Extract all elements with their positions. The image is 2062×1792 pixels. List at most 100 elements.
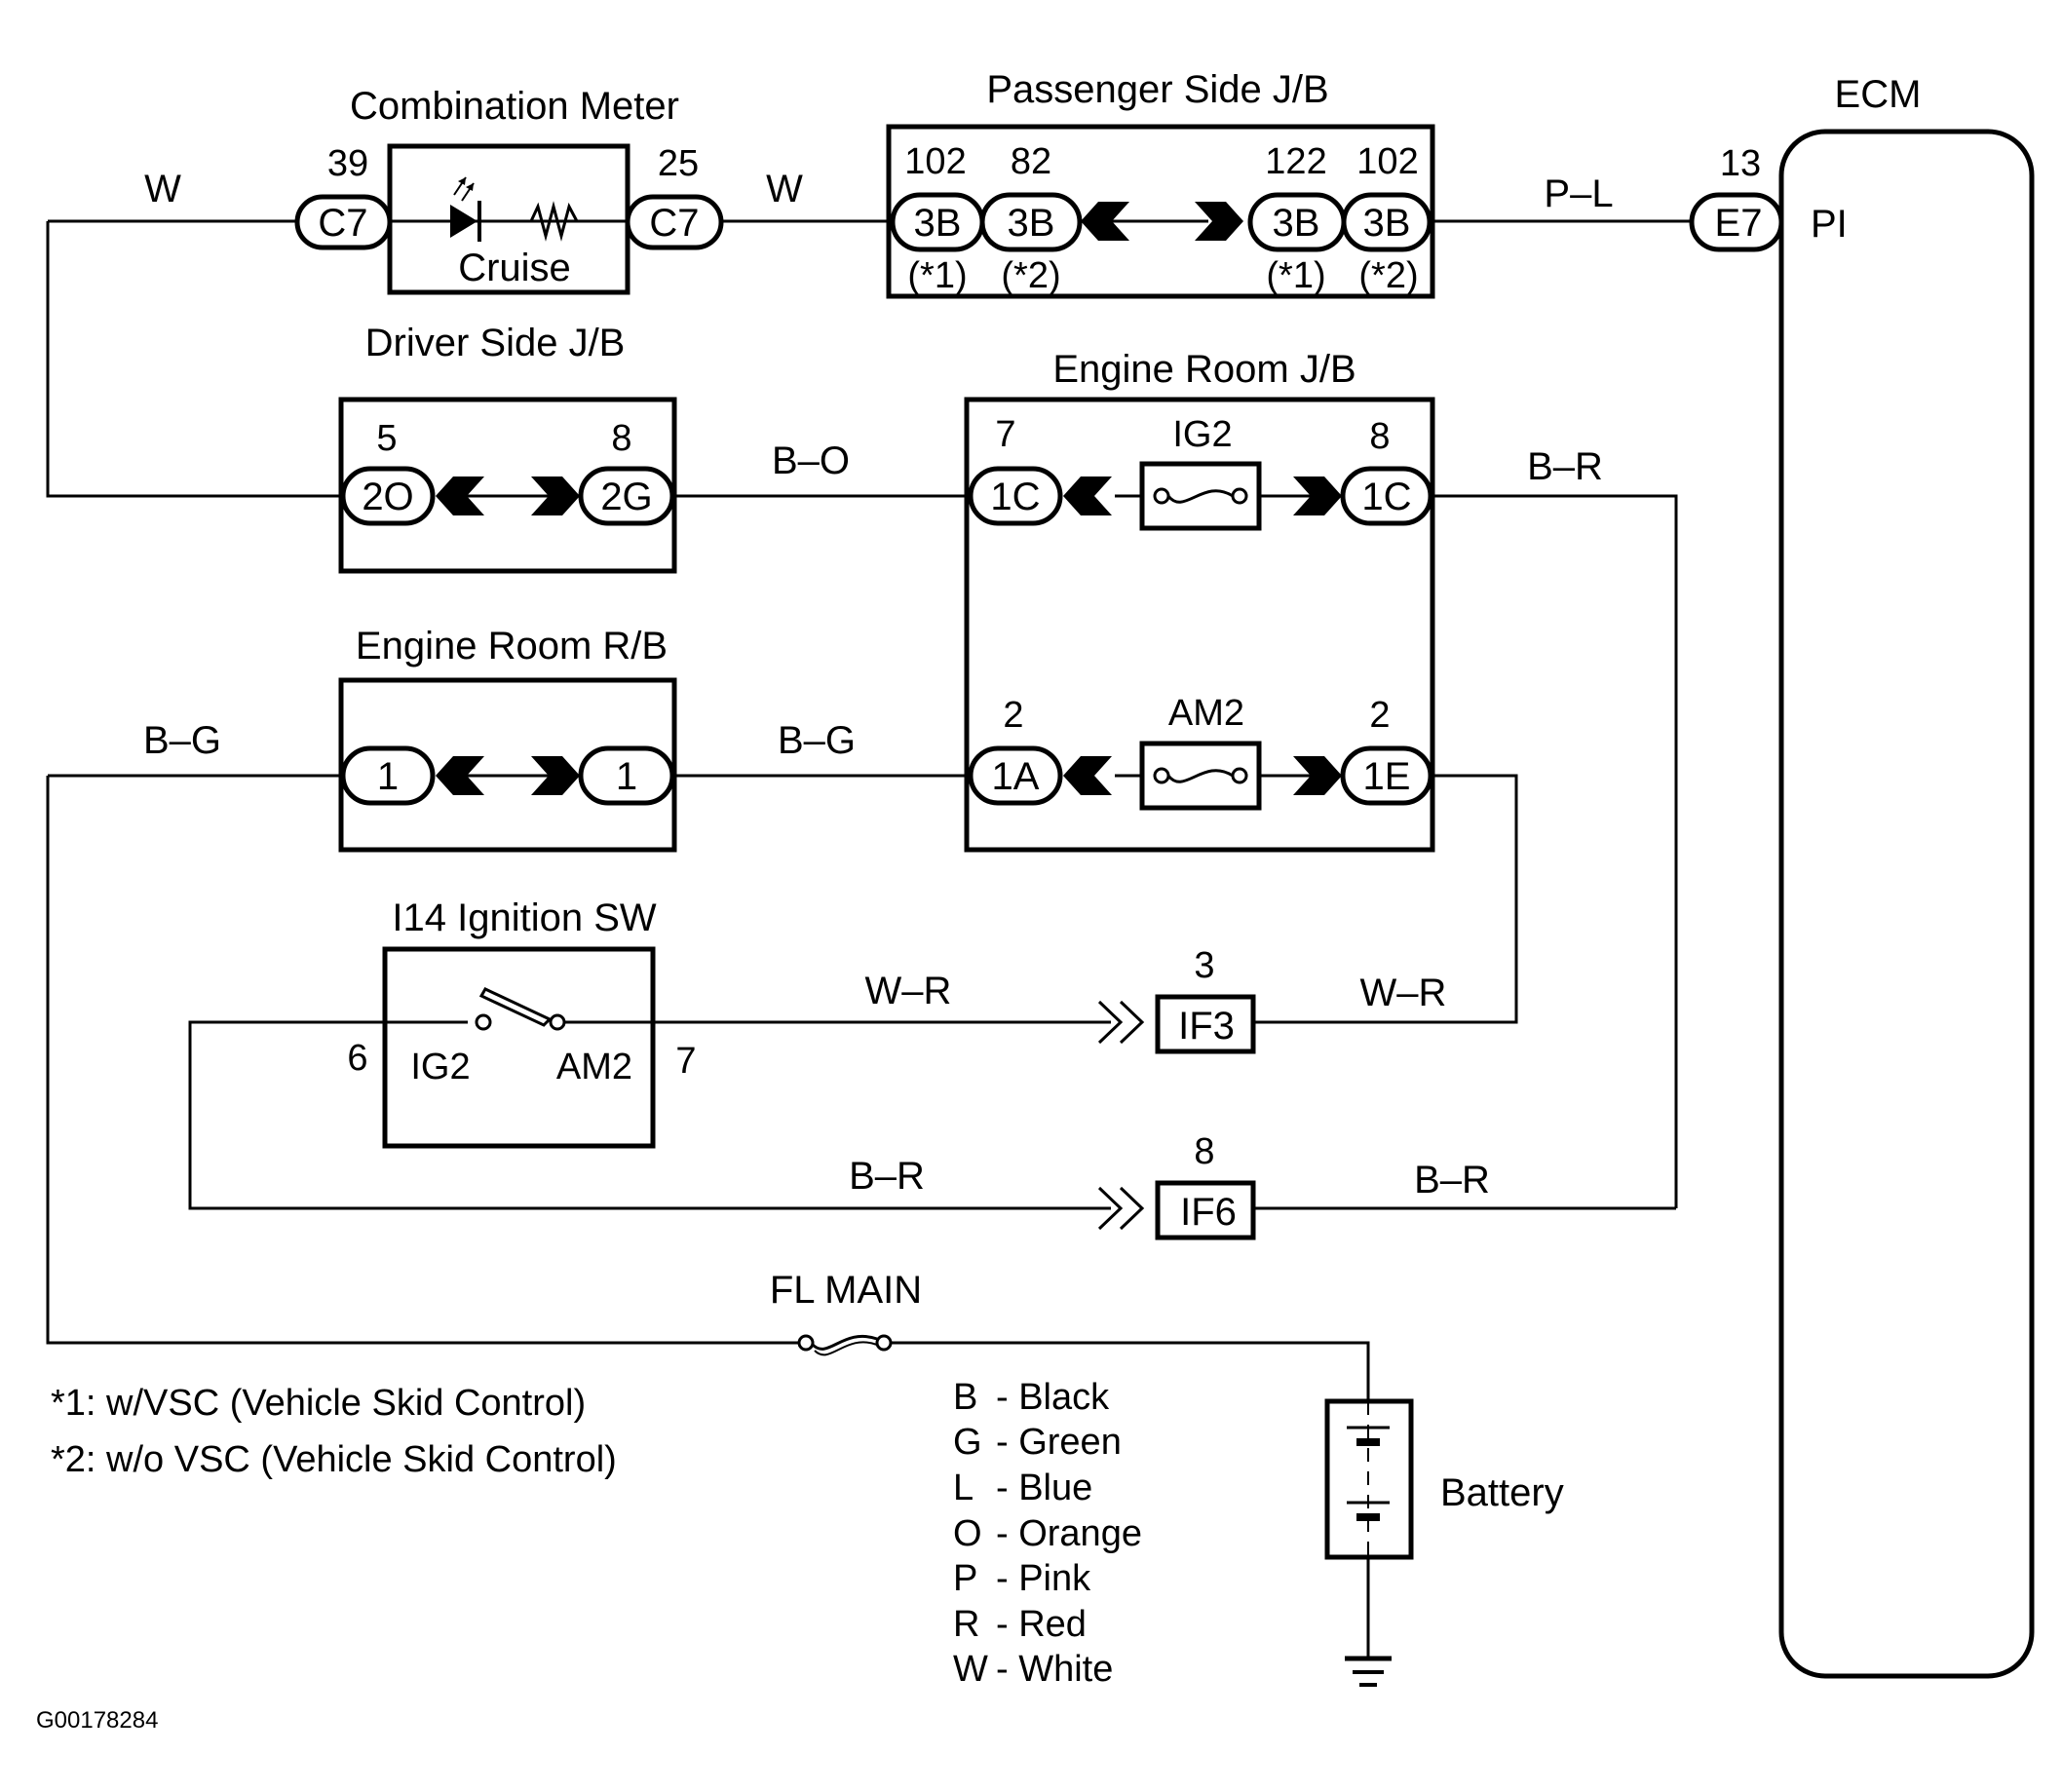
footnotes: *1: w/VSC (Vehicle Skid Control) *2: w/o… — [51, 1383, 617, 1480]
ignition-switch: I14 Ignition SW 6 7 IG2 AM2 W–R B–R — [347, 896, 951, 1198]
fuse-label-ig2: IG2 — [1172, 414, 1232, 455]
legend-code: W — [953, 1649, 988, 1690]
connector-3b[interactable] — [979, 192, 1083, 252]
pin-number: 2 — [1369, 695, 1390, 736]
wire-w-to-driver-jb — [46, 221, 343, 498]
connector-if6-group: 8 IF6 B–R — [1097, 1131, 1490, 1240]
wire-label: W — [766, 168, 803, 210]
connector-code: 1E — [1363, 755, 1411, 798]
battery: Battery — [1324, 1398, 1564, 1687]
ecm: ECM 13 E7 PI — [1689, 73, 2035, 1679]
ignition-sw-title: I14 Ignition SW — [392, 896, 656, 939]
connector-e7[interactable] — [1689, 192, 1784, 252]
pin-number: 8 — [1369, 416, 1390, 457]
pin-number: 8 — [611, 418, 631, 459]
wire-label: B–R — [1414, 1159, 1490, 1201]
wire-b-r-right-vertical — [1431, 494, 1678, 1208]
pin-number: 102 — [904, 141, 966, 182]
wire-label: W — [144, 168, 181, 210]
engine-jb-title: Engine Room J/B — [1052, 348, 1356, 391]
passenger-jb-title: Passenger Side J/B — [986, 68, 1328, 111]
ecm-title: ECM — [1835, 73, 1922, 116]
wire-b-g-to-fl-main — [46, 776, 801, 1345]
connector-arrow-icon — [1097, 1186, 1124, 1231]
wire-label: B–G — [143, 719, 221, 762]
connector-code: 3B — [1008, 202, 1055, 245]
wire-label: B–G — [778, 719, 856, 762]
fl-main-fuse[interactable]: FL MAIN — [770, 1269, 922, 1356]
switch-icon[interactable] — [475, 987, 566, 1031]
ground-icon — [1345, 1656, 1392, 1687]
connector-code: 2O — [362, 476, 413, 518]
connector-c7-left[interactable] — [294, 194, 393, 250]
female-terminal-icon — [1063, 477, 1112, 515]
connector-if3[interactable] — [1155, 994, 1256, 1054]
pin-number: 102 — [1356, 141, 1418, 182]
ignition-sw-box — [382, 946, 656, 1149]
connector-code: 1 — [377, 755, 399, 798]
pin-number: 7 — [675, 1041, 696, 1082]
wire-label: B–R — [849, 1155, 925, 1198]
legend-code: P — [953, 1558, 977, 1599]
wire-label: B–R — [1527, 445, 1603, 488]
connector-2o[interactable] — [340, 466, 436, 526]
driver-jb-box — [338, 397, 677, 574]
footnote: *1: w/VSC (Vehicle Skid Control) — [51, 1383, 586, 1424]
connector-1c[interactable] — [1340, 466, 1433, 526]
connector-c7-right[interactable] — [625, 194, 724, 250]
wire-color-legend: B - Black G - Green L - Blue O - Orange … — [953, 1377, 1142, 1690]
fuse-icon — [1153, 767, 1248, 784]
legend-code: L — [953, 1468, 974, 1508]
variant-note: (*1) — [907, 255, 967, 296]
pin-number: 39 — [327, 143, 368, 184]
pin-number: 3 — [1194, 945, 1214, 986]
led-icon — [450, 176, 481, 242]
legend-code: O — [953, 1513, 982, 1554]
connector-code: 1C — [990, 476, 1040, 518]
wire-to-battery — [889, 1341, 1370, 1401]
connector-code: IF3 — [1178, 1005, 1235, 1048]
connector-1c[interactable] — [968, 466, 1063, 526]
connector-code: C7 — [649, 202, 699, 245]
legend-code: B — [953, 1377, 977, 1418]
pin-number: 8 — [1194, 1131, 1214, 1172]
connector-code: C7 — [318, 202, 367, 245]
legend-name: - Green — [996, 1422, 1122, 1463]
pin-number: 82 — [1011, 141, 1051, 182]
legend-name: - Orange — [996, 1513, 1142, 1554]
terminal-ig2: IG2 — [410, 1047, 470, 1087]
connector-code: 2G — [600, 476, 652, 518]
resistor-icon — [529, 201, 579, 242]
combination-meter: Combination Meter 39 C7 25 C7 Cruise W W — [144, 85, 803, 295]
connector-code: 1C — [1361, 476, 1411, 518]
cruise-label: Cruise — [458, 247, 571, 289]
connector-if6[interactable] — [1155, 1180, 1256, 1240]
engine-rb-title: Engine Room R/B — [356, 625, 668, 667]
engine-room-jb: Engine Room J/B 7 1C IG2 8 1C 2 1A AM2 2 — [964, 348, 1603, 853]
connector-3b[interactable] — [1341, 192, 1432, 252]
connector-code: E7 — [1715, 202, 1763, 245]
ecm-terminal-pi: PI — [1811, 203, 1848, 246]
passenger-side-jb: Passenger Side J/B 102 3B (*1) 82 3B (*2… — [886, 68, 1614, 299]
wire-label: B–O — [772, 439, 850, 482]
pin-number: 6 — [347, 1038, 367, 1079]
connector-1-left[interactable] — [340, 745, 436, 806]
legend-name: - White — [996, 1649, 1113, 1690]
pin-number: 122 — [1265, 141, 1326, 182]
connector-1e[interactable] — [1340, 745, 1433, 806]
connector-1-right[interactable] — [578, 745, 675, 806]
connector-1a[interactable] — [968, 745, 1063, 806]
engine-room-rb: Engine Room R/B 1 1 B–G B–G — [143, 625, 856, 853]
figure-id: G00178284 — [36, 1707, 158, 1734]
footnote: *2: w/o VSC (Vehicle Skid Control) — [51, 1439, 617, 1480]
connector-2g[interactable] — [578, 466, 675, 526]
driver-side-jb: Driver Side J/B 5 2O 8 2G B–O — [338, 322, 850, 574]
connector-arrow-icon — [1119, 1000, 1145, 1045]
pin-number: 5 — [376, 418, 397, 459]
terminal-am2: AM2 — [556, 1047, 632, 1087]
wire-label: W–R — [865, 970, 952, 1012]
pin-number: 2 — [1003, 695, 1023, 736]
connector-code: IF6 — [1180, 1191, 1237, 1234]
fusible-link-icon — [797, 1334, 893, 1356]
